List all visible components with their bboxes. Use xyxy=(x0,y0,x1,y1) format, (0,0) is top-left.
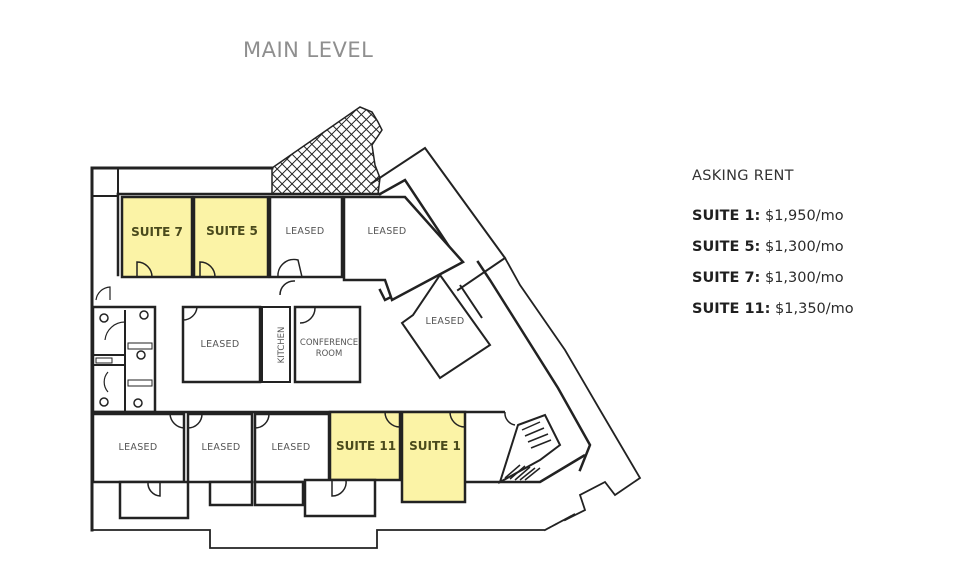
room-label: SUITE 5 xyxy=(206,224,258,238)
room-suite-5[interactable]: SUITE 5 xyxy=(192,195,270,279)
suite-price: $1,950/mo xyxy=(764,208,844,224)
suite-label: SUITE 5: xyxy=(692,239,761,255)
asking-rent-panel: ASKING RENT SUITE 1: $1,950/mo SUITE 5: … xyxy=(692,168,854,332)
svg-text:LEASED: LEASED xyxy=(426,316,465,327)
suite-label: SUITE 11: xyxy=(692,301,771,317)
restrooms xyxy=(91,286,157,414)
rent-row-suite-11: SUITE 11: $1,350/mo xyxy=(692,301,854,318)
page-title: MAIN LEVEL xyxy=(243,38,374,62)
room-leased-bottom-2: LEASED xyxy=(186,412,254,507)
suite-price: $1,350/mo xyxy=(775,301,854,317)
room-kitchen: KITCHEN xyxy=(261,306,291,383)
svg-text:LEASED: LEASED xyxy=(286,226,325,237)
svg-text:LEASED: LEASED xyxy=(272,442,311,453)
svg-text:LEASED: LEASED xyxy=(201,339,240,350)
svg-text:KITCHEN: KITCHEN xyxy=(277,327,287,364)
room-conference: CONFERENCE ROOM xyxy=(279,280,362,384)
room-label: SUITE 11 xyxy=(336,439,396,453)
room-leased-bottom-1: LEASED xyxy=(91,412,190,520)
svg-text:LEASED: LEASED xyxy=(368,226,407,237)
building-outline xyxy=(90,146,642,549)
room-suite-7[interactable]: SUITE 7 xyxy=(120,195,194,279)
room-leased-angled: LEASED xyxy=(400,273,492,380)
suite-price: $1,300/mo xyxy=(764,239,844,255)
room-leased-top-2: LEASED xyxy=(342,195,465,302)
room-suite-11[interactable]: SUITE 11 xyxy=(303,410,402,518)
room-suite-1[interactable]: SUITE 1 xyxy=(400,410,467,504)
svg-text:LEASED: LEASED xyxy=(202,442,241,453)
svg-text:LEASED: LEASED xyxy=(119,442,158,453)
room-label: SUITE 1 xyxy=(409,439,461,453)
hatched-patio xyxy=(271,106,383,195)
asking-rent-heading: ASKING RENT xyxy=(692,168,794,184)
stairs xyxy=(465,413,586,485)
rent-row-suite-5: SUITE 5: $1,300/mo xyxy=(692,239,854,256)
rent-row-suite-1: SUITE 1: $1,950/mo xyxy=(692,208,854,225)
svg-text:CONFERENCE: CONFERENCE xyxy=(300,338,358,348)
room-leased-bottom-3: LEASED xyxy=(253,412,331,507)
suite-price: $1,300/mo xyxy=(764,270,844,286)
room-leased-top-1: LEASED xyxy=(268,195,344,279)
suite-label: SUITE 1: xyxy=(692,208,761,224)
room-leased-center: LEASED xyxy=(181,305,262,384)
suite-label: SUITE 7: xyxy=(692,270,761,286)
rent-row-suite-7: SUITE 7: $1,300/mo xyxy=(692,270,854,287)
svg-text:ROOM: ROOM xyxy=(316,349,343,359)
room-label: SUITE 7 xyxy=(131,225,183,239)
